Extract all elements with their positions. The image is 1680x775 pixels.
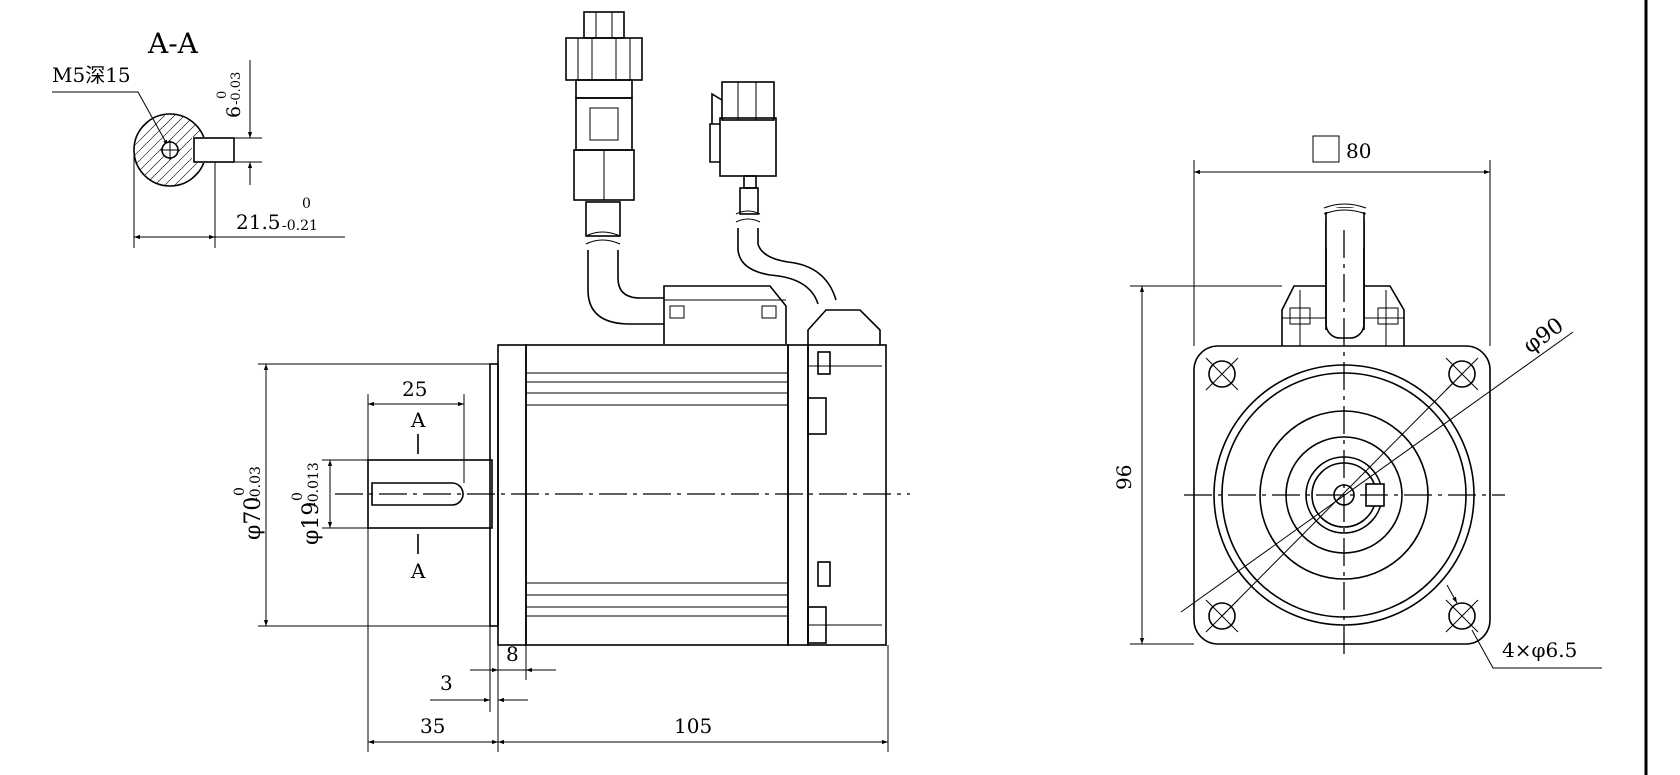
motor-body bbox=[525, 344, 789, 646]
key-depth-upper: 0 bbox=[302, 196, 311, 212]
square-size: 80 bbox=[1346, 139, 1371, 163]
key-width-upper: 0 bbox=[215, 91, 230, 99]
power-cable bbox=[587, 250, 664, 325]
key-width-lower: -0.03 bbox=[229, 72, 244, 105]
dim-105: 105 bbox=[674, 714, 712, 738]
encoder-connector bbox=[807, 309, 881, 345]
encoder-cover bbox=[807, 344, 887, 646]
height-label: 96 bbox=[1112, 465, 1136, 490]
section-a-a: A-A M5深15 bbox=[52, 27, 345, 248]
pilot-dia-upper: 0 bbox=[232, 487, 248, 496]
thread-note: M5深15 bbox=[52, 63, 131, 87]
front-view: φ90 80 96 4×φ6.5 bbox=[1112, 135, 1602, 669]
shaft-key bbox=[371, 482, 464, 506]
side-view: A A 25 φ70 -0.03 0 φ19 -0.013 0 bbox=[232, 11, 910, 752]
dim-8: 8 bbox=[506, 642, 519, 666]
key-depth-nominal: 21.5 bbox=[236, 210, 281, 234]
dim-3: 3 bbox=[440, 671, 453, 695]
section-marker-top: A bbox=[410, 408, 426, 432]
thread-leader bbox=[52, 91, 169, 147]
dim-shaft-length: 25 bbox=[402, 377, 427, 401]
encoder-cable bbox=[737, 228, 819, 305]
pcd-label: φ90 bbox=[1519, 313, 1569, 359]
holes-label: 4×φ6.5 bbox=[1502, 638, 1577, 662]
rear-cover bbox=[787, 344, 809, 646]
shaft-dia-lower: -0.013 bbox=[306, 462, 322, 507]
holes-leader bbox=[1471, 629, 1602, 669]
shaft bbox=[367, 459, 493, 529]
pilot-dia-lower: -0.03 bbox=[248, 466, 264, 502]
square-symbol bbox=[1312, 135, 1340, 163]
pilot-dia-nominal: φ70 bbox=[241, 497, 266, 540]
encoder-plug bbox=[719, 117, 777, 177]
section-marker-bottom: A bbox=[410, 559, 426, 583]
pcd-dim-line bbox=[1180, 331, 1574, 613]
power-box bbox=[663, 285, 787, 344]
shaft-dia-upper: 0 bbox=[290, 492, 306, 501]
key-width-nominal: 6 bbox=[223, 106, 245, 118]
shaft-dia-nominal: φ19 bbox=[299, 502, 324, 545]
section-title: A-A bbox=[147, 27, 199, 60]
keyway bbox=[193, 137, 235, 163]
flange bbox=[497, 344, 527, 646]
dim-35: 35 bbox=[420, 714, 445, 738]
key-depth-lower: -0.21 bbox=[282, 218, 318, 234]
